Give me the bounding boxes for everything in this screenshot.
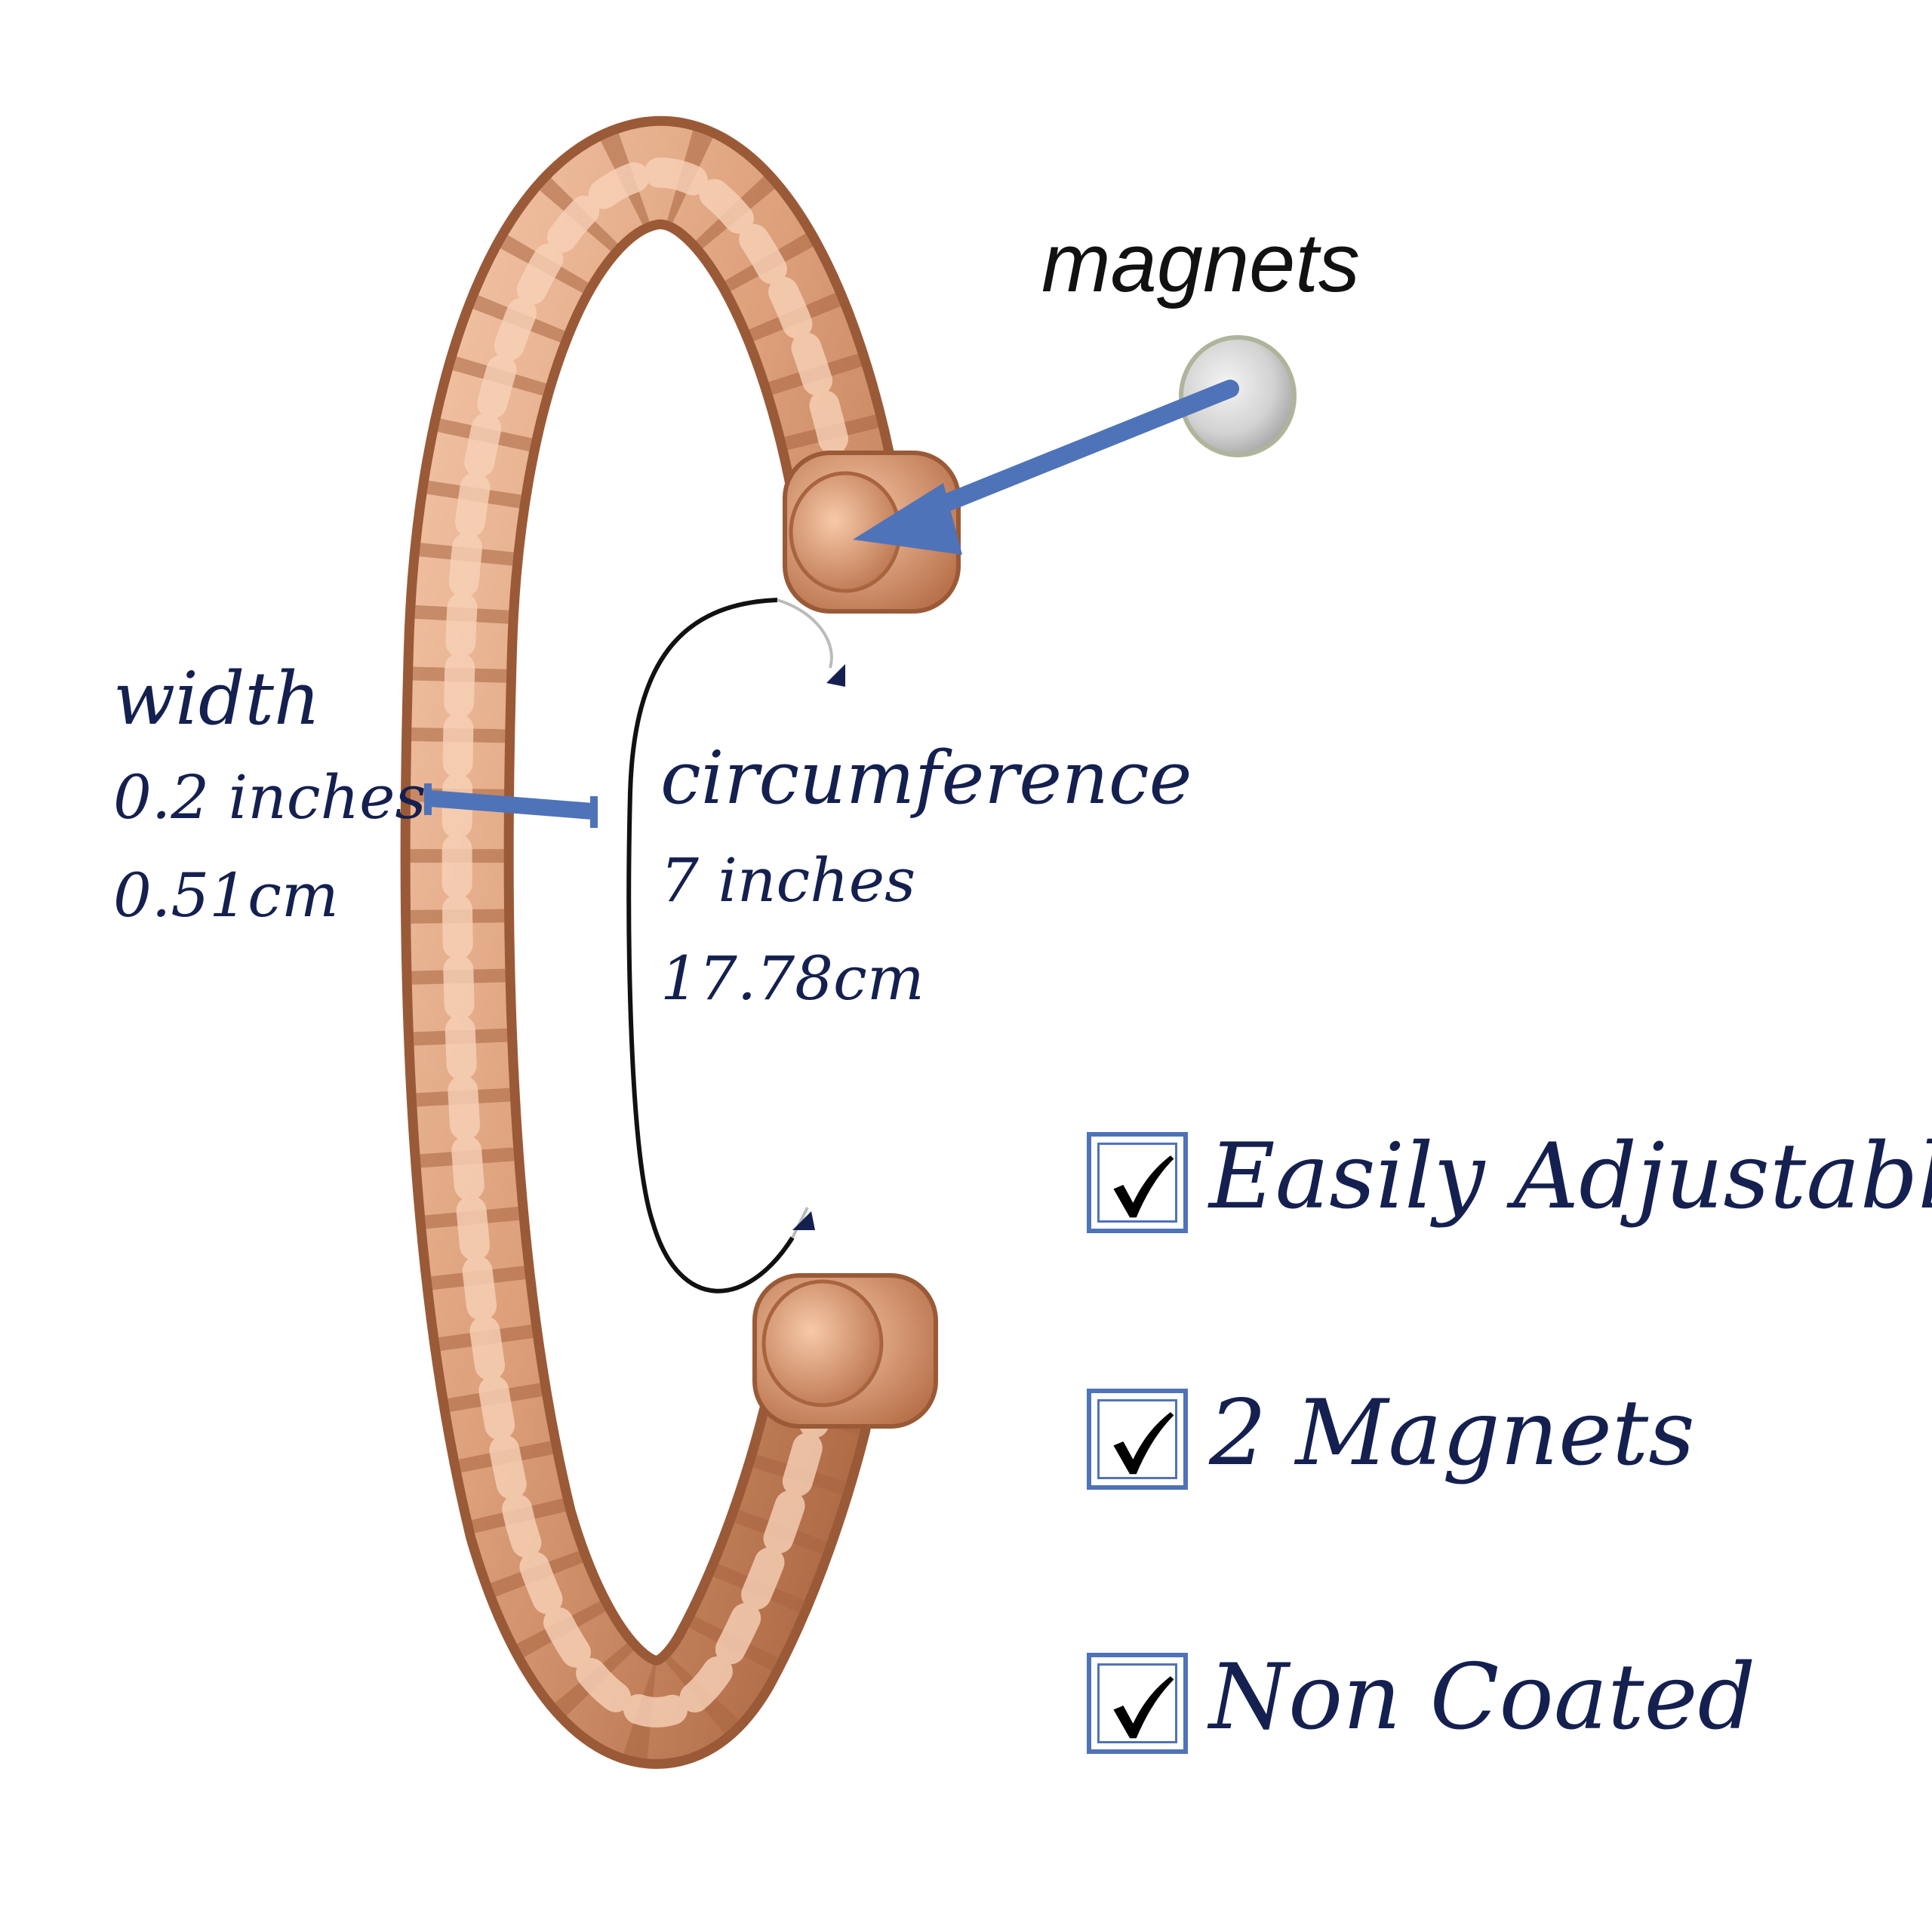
width-cm: 0.51cm — [113, 860, 339, 931]
feature-label: Easily Adjustable — [1209, 1124, 1932, 1229]
checkmark-icon — [1113, 1676, 1174, 1739]
magnets-label: magnets — [1041, 217, 1360, 309]
feature-label: Non Coated — [1209, 1645, 1756, 1750]
circumference-title: circumference — [660, 736, 1192, 820]
width-title: width — [113, 657, 321, 741]
checkmark-icon — [1113, 1412, 1174, 1475]
magnet-disc-icon — [1179, 335, 1297, 457]
circumference-arc — [626, 598, 845, 1294]
checkbox — [1087, 1132, 1188, 1233]
bottom-end-cap — [752, 1273, 938, 1429]
circumference-inches: 7 inches — [660, 845, 916, 915]
checkmark-icon — [1113, 1155, 1174, 1218]
width-inches: 0.2 inches — [113, 762, 426, 832]
checkbox — [1087, 1653, 1188, 1754]
width-indicator — [424, 783, 598, 828]
feature-label: 2 Magnets — [1209, 1381, 1695, 1486]
circumference-cm: 17.78cm — [660, 943, 924, 1014]
magnet-pointer-arrow — [853, 380, 1239, 555]
checkbox — [1087, 1389, 1188, 1490]
